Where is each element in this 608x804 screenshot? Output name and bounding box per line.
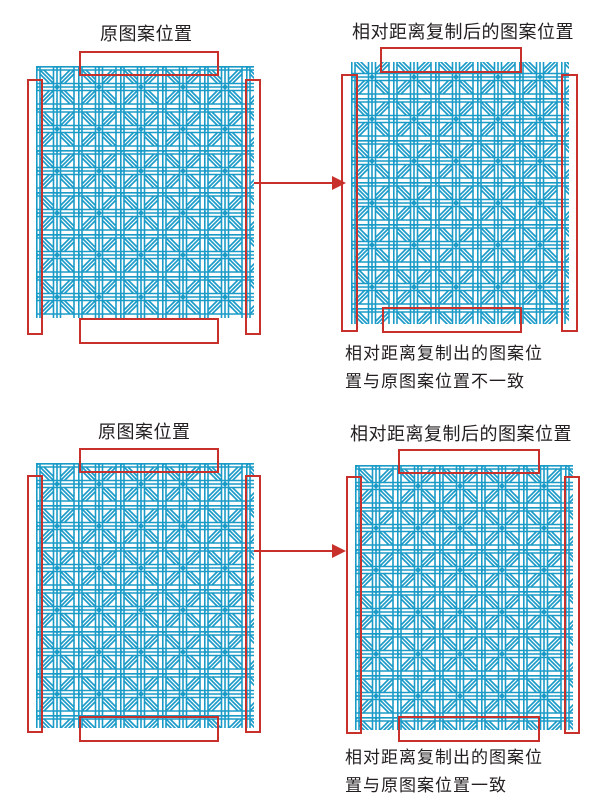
highlight-top-box	[79, 448, 219, 473]
lattice-pattern	[36, 463, 254, 728]
highlight-bottom-box	[79, 716, 219, 742]
highlight-left-box	[341, 74, 358, 332]
lattice-pattern	[355, 465, 573, 730]
caption-line: 置与原图案位置一致	[345, 776, 507, 796]
panel-title: 相对距离复制后的图案位置	[352, 22, 574, 43]
highlight-right-box	[564, 476, 580, 734]
highlight-top-box	[79, 51, 219, 76]
panel-title: 原图案位置	[98, 422, 191, 443]
lattice-pattern	[351, 62, 569, 330]
caption-line: 相对距离复制出的图案位	[345, 748, 543, 768]
highlight-left-box	[27, 79, 43, 335]
highlight-right-box	[245, 79, 261, 335]
caption-line: 相对距离复制出的图案位	[345, 344, 543, 364]
highlight-top-box	[398, 449, 540, 474]
highlight-bottom-box	[398, 716, 540, 742]
caption: 相对距离复制出的图案位 置与原图案位置一致	[345, 744, 543, 800]
panel-title: 相对距离复制后的图案位置	[350, 424, 572, 445]
panel-title: 原图案位置	[100, 24, 193, 45]
highlight-right-box	[561, 74, 578, 332]
highlight-bottom-box	[382, 307, 522, 333]
highlight-left-box	[346, 476, 362, 734]
highlight-left-box	[27, 475, 43, 733]
lattice-pattern	[36, 66, 254, 318]
highlight-right-box	[245, 475, 261, 733]
arrow-right-icon	[254, 544, 346, 558]
highlight-bottom-box	[79, 318, 219, 344]
arrow-right-icon	[254, 176, 346, 190]
highlight-top-box	[380, 47, 522, 73]
caption-line: 置与原图案位置不一致	[345, 372, 525, 392]
caption: 相对距离复制出的图案位 置与原图案位置不一致	[345, 340, 543, 396]
